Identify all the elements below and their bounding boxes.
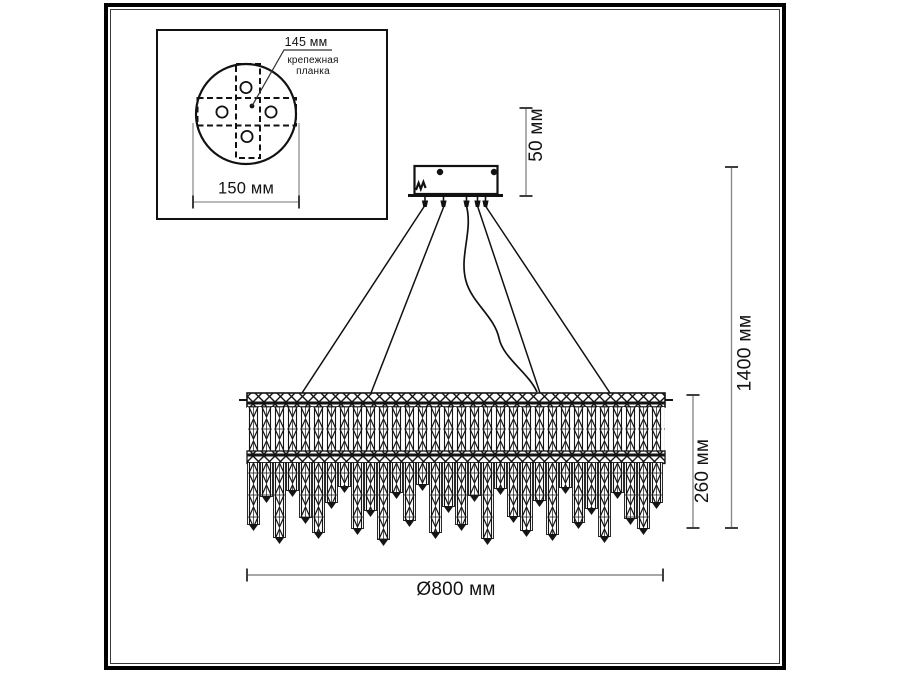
cable-far-right [484, 205, 611, 394]
cable-far-left [301, 205, 426, 394]
canopy-box [413, 164, 499, 196]
dimension-ticks-800 [246, 568, 664, 582]
cable-connectors [421, 197, 489, 207]
canopy [408, 164, 503, 207]
mounting-bar-vertical [235, 63, 261, 159]
mounting-plate-label-line2: планка [296, 66, 330, 77]
canopy-screw-left [436, 168, 444, 176]
top-ring-band [246, 392, 666, 408]
dimension-ticks-150 [192, 195, 300, 209]
dimension-150-label: 150 мм [217, 179, 275, 198]
chandelier-strands [247, 462, 663, 546]
drawing-frame [104, 3, 786, 670]
mount-hole-bottom [240, 129, 254, 143]
cable-left [370, 205, 445, 394]
dimension-ticks-50 [519, 107, 533, 197]
dimension-1400-label: 1400 мм [733, 314, 756, 392]
middle-lattice-band [246, 450, 666, 465]
mounting-plate-label-line1: крепежная [287, 55, 339, 67]
cable-right [476, 205, 541, 394]
dimension-145-label: 145 мм [284, 35, 328, 49]
dimension-800-label: Ø800 мм [416, 579, 496, 600]
wire-entry-zigzag-icon [414, 178, 427, 193]
callout-leader-line [251, 49, 332, 107]
upper-crystal-tier [247, 407, 665, 451]
dimension-260-label: 260 мм [692, 438, 713, 504]
mount-hole-right [264, 105, 278, 119]
mount-hole-top [239, 81, 253, 95]
canopy-screw-right [490, 168, 498, 176]
extension-lines-150 [192, 123, 300, 208]
suspension-cables [301, 205, 611, 394]
drawing-frame-inner-border [110, 9, 780, 664]
dimension-ticks-1400 [725, 166, 738, 529]
mount-hole-left [215, 105, 229, 119]
mounting-bar-horizontal [196, 97, 297, 127]
dimension-ticks-260 [686, 394, 700, 529]
mounting-plate-label: крепежная планка [287, 55, 339, 78]
dimension-lines [246, 107, 738, 582]
power-cord [463, 205, 538, 393]
mounting-inset [156, 29, 388, 220]
chandelier-body [239, 392, 673, 546]
dimension-50-label: 50 мм [526, 108, 547, 162]
inset-box [156, 29, 388, 220]
